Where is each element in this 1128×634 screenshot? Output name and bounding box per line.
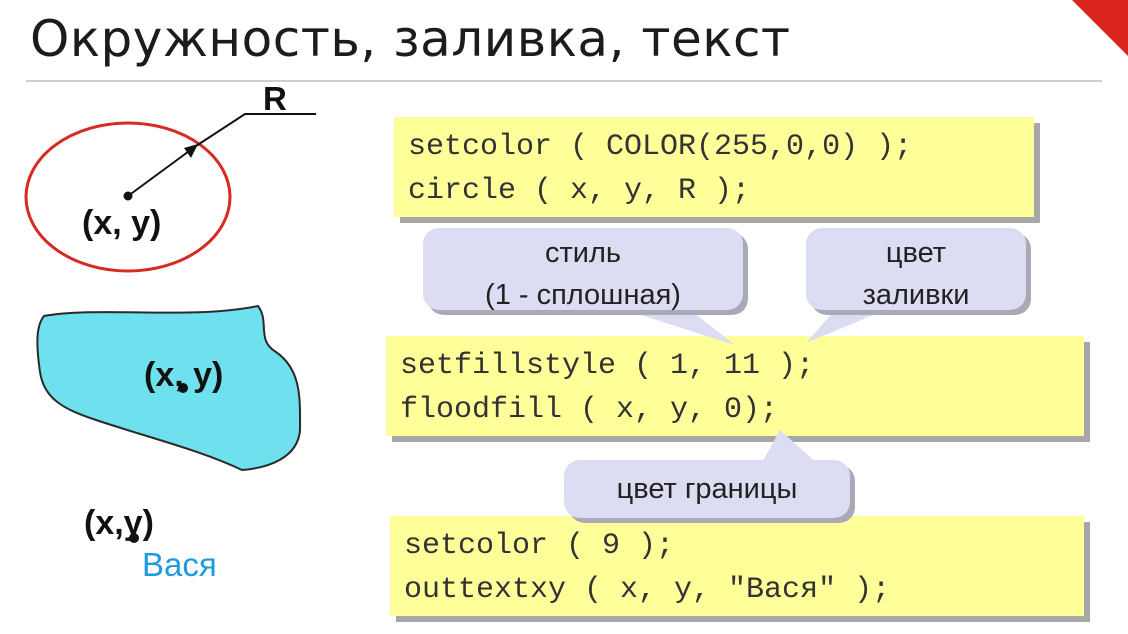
title-divider (26, 80, 1102, 82)
corner-accent (1072, 0, 1128, 56)
code-block-fill: setfillstyle ( 1, 11 ); floodfill ( x, y… (386, 336, 1084, 436)
radius-label: R (263, 80, 287, 117)
code-line: outtextxy ( x, y, "Вася" ); (404, 573, 891, 607)
fill-color-callout-line1: цвет (885, 237, 947, 269)
style-callout-tail (600, 302, 735, 345)
fill-color-callout: цвет заливки (806, 228, 1026, 311)
style-callout-line2: (1 - сплошная) (485, 279, 681, 311)
border-color-callout-line1: цвет границы (616, 473, 798, 505)
border-color-callout: цвет границы (564, 460, 850, 518)
code-line: setcolor ( COLOR(255,0,0) ); (408, 130, 913, 164)
code-block-text: setcolor ( 9 ); outtextxy ( x, y, "Вася"… (390, 516, 1084, 616)
fill-color-callout-line2: заливки (862, 279, 970, 311)
code-line: setfillstyle ( 1, 11 ); (400, 349, 815, 383)
sample-text-vasya: Вася (142, 546, 217, 583)
blob-center-label: (x, y) (144, 356, 224, 394)
slide-title: Окружность, заливка, текст (30, 10, 791, 68)
style-callout: стиль (1 - сплошная) (423, 228, 743, 311)
code-line: circle ( x, y, R ); (408, 174, 751, 208)
border-color-callout-tail (760, 430, 820, 466)
text-position-label: (x,y) (84, 504, 154, 542)
filled-blob (36, 304, 302, 472)
code-block-circle: setcolor ( COLOR(255,0,0) ); circle ( x,… (394, 117, 1034, 217)
text-anchor-dot (129, 533, 139, 543)
blob-center-dot (178, 383, 188, 393)
radius-leader-line (195, 113, 316, 147)
circle-center-label: (x, y) (82, 204, 162, 242)
code-line: setcolor ( 9 ); (404, 529, 675, 563)
style-callout-line1: стиль (544, 237, 621, 269)
fill-color-callout-tail (806, 304, 900, 343)
radius-arrowhead (184, 144, 198, 158)
code-line: floodfill ( x, y, 0); (400, 393, 779, 427)
radius-line (127, 145, 197, 197)
red-circle (24, 121, 232, 273)
circle-center-dot (123, 191, 133, 201)
